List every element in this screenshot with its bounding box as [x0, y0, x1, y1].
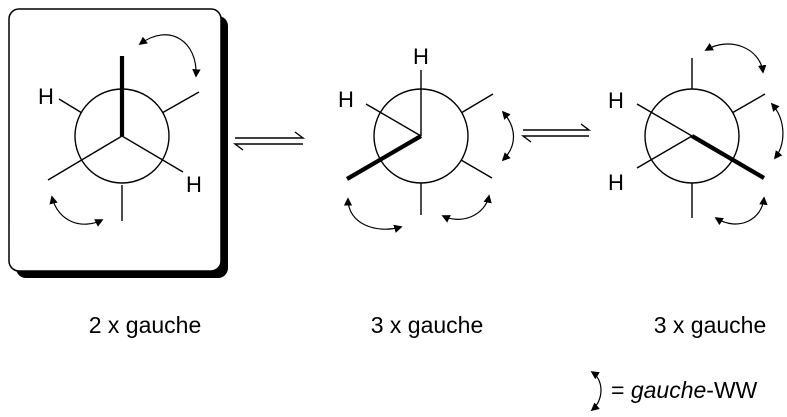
gauche-arrow: [49, 195, 104, 227]
legend: = gauche-WW: [590, 371, 758, 412]
hydrogen-label: H: [608, 170, 624, 195]
gauche-arrow-legend-icon: [590, 371, 602, 412]
gauche-arrow: [704, 42, 767, 74]
caption: 3 x gauche: [371, 312, 484, 338]
hydrogen-label: H: [38, 84, 54, 109]
gauche-arrow: [138, 34, 201, 78]
legend-prefix: =: [611, 377, 631, 403]
projection-1: H H 2 x gauche: [8, 8, 228, 338]
front-bond-lower-left: [47, 135, 123, 181]
back-bond-upper-right: [161, 91, 200, 114]
back-bond-upper-right: [460, 93, 494, 114]
back-bond-lower-right: [460, 159, 493, 179]
caption: 3 x gauche: [654, 312, 767, 338]
front-bond-lower-right: [121, 135, 184, 173]
gauche-arrow: [501, 110, 515, 162]
projection-2: H H 3 x gauche: [338, 44, 515, 338]
back-bond-upper-right: [731, 93, 766, 114]
legend-text: = gauche-WW: [611, 377, 758, 403]
projection-3: H H 3 x gauche: [608, 42, 784, 338]
legend-suffix: -WW: [706, 377, 757, 403]
hydrogen-label: H: [338, 87, 354, 112]
hydrogen-label: H: [608, 88, 624, 113]
front-bond-lower-left-methyl: [345, 134, 423, 181]
hydrogen-label: H: [413, 44, 429, 69]
gauche-arrow: [441, 194, 492, 223]
front-bond-lower-left: [636, 135, 693, 169]
equilibrium-arrow: [520, 123, 592, 143]
gauche-arrow: [343, 197, 403, 233]
gauche-arrow: [770, 102, 784, 160]
equilibrium-arrow: [232, 131, 306, 151]
back-bond-upper-left: [58, 98, 83, 114]
legend-italic: gauche: [631, 377, 706, 403]
hydrogen-label: H: [186, 172, 202, 197]
front-bond-upper-left: [365, 103, 422, 137]
gauche-arrow: [714, 196, 768, 226]
front-bond-upper-left: [636, 103, 693, 137]
front-bond-lower-right-methyl: [690, 134, 766, 180]
caption: 2 x gauche: [89, 312, 202, 338]
